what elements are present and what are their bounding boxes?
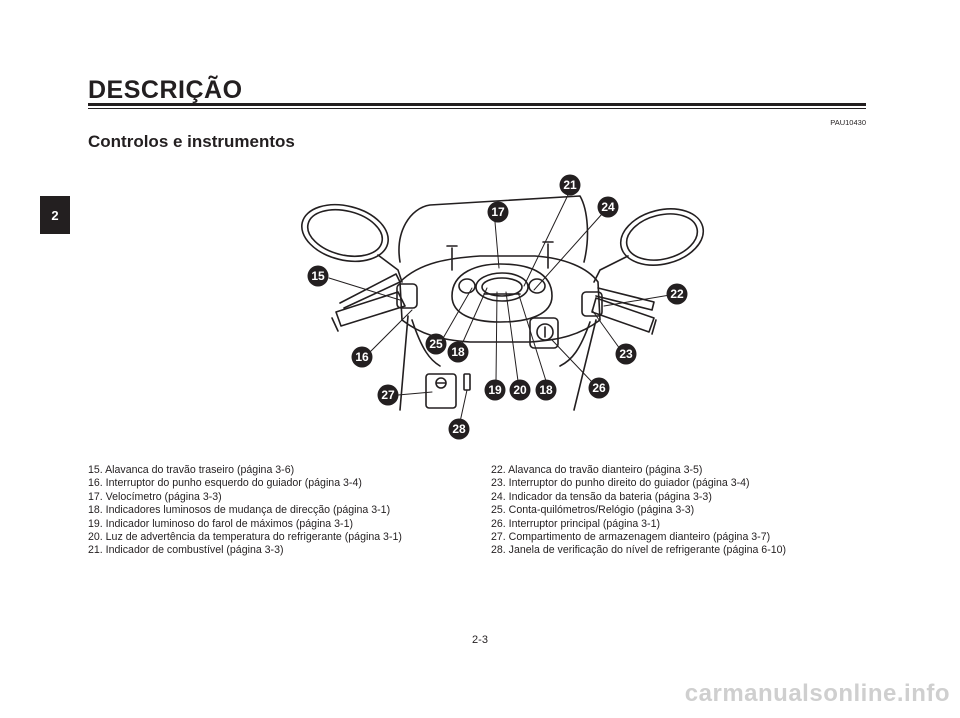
- windscreen: [398, 195, 589, 263]
- watermark: carmanualsonline.info: [684, 680, 950, 707]
- legend-item-22: 22. Alavanca do travão dianteiro (página…: [491, 464, 703, 476]
- svg-text:22: 22: [670, 287, 684, 301]
- callout-18-left: 18: [447, 341, 469, 363]
- right-grip: [591, 297, 655, 333]
- legend-item-27: 27. Compartimento de armazenagem diantei…: [491, 531, 771, 544]
- svg-text:15: 15: [311, 269, 325, 283]
- callout-24: 24: [597, 196, 619, 218]
- callout-27: 27: [377, 384, 399, 406]
- legend-item-28: 28. Janela de verificação do nível de re…: [491, 544, 787, 557]
- callout-16: 16: [351, 346, 373, 368]
- svg-text:25: 25: [429, 337, 443, 351]
- legend-left: 15. Alavanca do travão traseiro (página …: [88, 464, 402, 558]
- doc-code: PAU10430: [830, 118, 866, 127]
- legend-item-19: 19. Indicador luminoso do farol de máxim…: [88, 517, 353, 530]
- legend-item-25: 25. Conta-quilómetros/Relógio (página 3-…: [491, 504, 695, 517]
- instrument-cluster: [451, 263, 553, 323]
- svg-text:21: 21: [563, 178, 577, 192]
- legend-item-23: 23. Interruptor do punho direito do guia…: [491, 477, 750, 490]
- svg-text:20: 20: [513, 383, 527, 397]
- callout-15: 15: [307, 265, 329, 287]
- svg-text:27: 27: [381, 388, 395, 402]
- callout-17: 17: [487, 201, 509, 223]
- legend-item-26: 26. Interruptor principal (página 3-1): [491, 517, 661, 530]
- coolant-window: [463, 373, 471, 391]
- callout-25: 25: [425, 333, 447, 355]
- svg-text:17: 17: [491, 205, 505, 219]
- callout-23: 23: [615, 343, 637, 365]
- callout-22: 22: [666, 283, 688, 305]
- svg-text:18: 18: [451, 345, 465, 359]
- left-mirror: [301, 203, 389, 263]
- right-mirror: [619, 208, 705, 266]
- svg-text:24: 24: [601, 200, 615, 214]
- storage-compartment: [425, 373, 457, 409]
- callout-28: 28: [448, 418, 470, 440]
- header-rule-thin: [88, 108, 866, 109]
- legend-item-18: 18. Indicadores luminosos de mudança de …: [88, 504, 391, 517]
- right-switch: [581, 291, 603, 317]
- callout-21: 21: [559, 174, 581, 196]
- svg-text:18: 18: [539, 383, 553, 397]
- page-subtitle: Controlos e instrumentos: [88, 132, 295, 151]
- svg-text:19: 19: [488, 383, 502, 397]
- callout-20: 20: [509, 379, 531, 401]
- legend-right: 22. Alavanca do travão dianteiro (página…: [491, 464, 786, 558]
- handlebar-cover: [399, 255, 601, 343]
- legend-item-21: 21. Indicador de combustível (página 3-3…: [88, 544, 284, 557]
- callout-18-right: 18: [535, 379, 557, 401]
- svg-text:28: 28: [452, 422, 466, 436]
- legend-item-16: 16. Interruptor do punho esquerdo do gui…: [88, 477, 362, 490]
- legend-item-17: 17. Velocímetro (página 3-3): [88, 490, 222, 503]
- main-switch: [536, 323, 554, 341]
- page-number: 2-3: [472, 634, 488, 646]
- left-grip: [335, 291, 406, 327]
- svg-text:23: 23: [619, 347, 633, 361]
- svg-text:16: 16: [355, 350, 369, 364]
- callout-19: 19: [484, 379, 506, 401]
- legend-item-24: 24. Indicador da tensão da bateria (pági…: [491, 490, 712, 503]
- svg-text:26: 26: [592, 381, 606, 395]
- header-rule-thick: [88, 103, 866, 106]
- legend-item-15: 15. Alavanca do travão traseiro (página …: [88, 464, 295, 476]
- left-brake-lever: [339, 273, 401, 309]
- legend-item-20: 20. Luz de advertência da temperatura do…: [88, 531, 402, 544]
- left-switch: [396, 283, 418, 309]
- chapter-tab: 2: [40, 196, 70, 234]
- callout-26: 26: [588, 377, 610, 399]
- section-title: DESCRIÇÃO: [88, 76, 243, 104]
